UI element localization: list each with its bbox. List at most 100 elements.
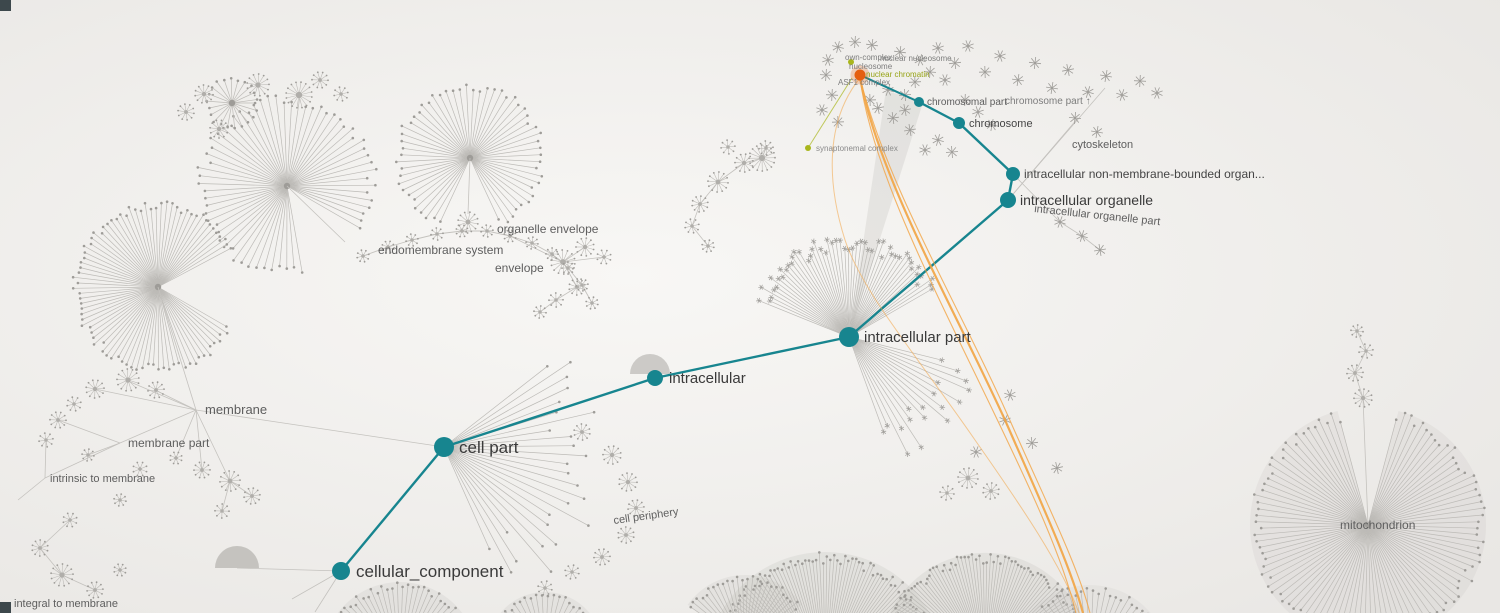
term-flower-glyph [457,211,479,233]
graph-edge [1059,221,1083,237]
node-nuclear-chromatin[interactable] [854,69,866,81]
graph-edge [87,442,121,456]
term-flower-glyph [49,411,67,429]
label-nuclear-chromatin: nuclear chromatin [866,70,930,79]
node-intracellular-non-membrane-bounded-organelle[interactable] [1006,167,1020,181]
graph-edge [57,419,121,444]
node-intracellular-organelle[interactable] [1000,192,1016,208]
node-chromosome[interactable] [953,117,965,129]
term-flower-glyph [617,526,635,544]
graph-edge [94,388,197,411]
label-cell-part[interactable]: cell part [459,438,519,457]
graph-edge [717,162,745,183]
term-flower-glyph [113,493,127,507]
term-burst-glyph [1151,87,1163,99]
term-burst-glyph [914,54,926,66]
node-highlighted-term[interactable] [848,59,854,65]
term-burst-glyph [958,93,972,107]
term-burst-glyph [972,106,984,118]
term-burst-glyph [908,75,922,89]
highlight-path-edge [918,100,960,125]
cluster-shade [337,582,463,613]
term-flower-glyph [147,381,165,399]
node-intracellular[interactable] [647,370,663,386]
label-membrane-part: membrane part [128,436,210,450]
orange-association-edge [831,77,1080,613]
graph-edge [1012,173,1061,223]
term-flower-glyph [720,139,736,155]
term-flower-glyph [573,423,591,441]
graph-edge [691,225,709,247]
term-flower-glyph [356,249,370,263]
window-corner [0,0,11,11]
term-flower-glyph [564,564,580,580]
label-asf1-complex: ASF1 complex [838,78,890,87]
term-burst-glyph [816,104,828,116]
term-flower-glyph [214,503,230,519]
term-flower-glyph [62,512,78,528]
term-burst-glyph [948,56,962,70]
term-burst-glyph [978,65,992,79]
fan-layer [71,77,1486,613]
node-cell-part[interactable] [434,437,454,457]
term-burst-glyph [970,446,982,458]
term-burst-glyph [939,74,951,86]
term-flower-glyph [691,195,709,213]
label-intracellular-non-membrane-bounded-organ[interactable]: intracellular non-membrane-bounded organ… [1024,167,1265,181]
label-chromosome[interactable]: chromosome [969,118,1033,130]
term-flower-glyph [116,368,140,392]
term-flower-glyph [593,548,611,566]
node-intracellular-part[interactable] [839,327,859,347]
cluster-shade [630,354,670,374]
green-association-edge [807,77,853,149]
term-flower-glyph [480,224,494,238]
highlight-path-edge [958,122,1014,175]
graph-edge [44,442,121,479]
label-cellular-component[interactable]: cellular_component [356,562,504,581]
node-cellular-component[interactable] [332,562,350,580]
cluster-shade [1250,411,1486,613]
highlight-path-layer [340,74,1015,572]
fan-cluster [205,77,259,130]
term-burst-glyph [1076,230,1088,242]
graph-edge [39,519,71,549]
graph-edge [1362,397,1369,526]
fan-cluster [894,553,1076,613]
term-flower-glyph [86,581,104,599]
term-burst-glyph [1100,70,1112,82]
term-flower-glyph [525,236,539,250]
term-burst-glyph [1082,86,1094,98]
term-burst-glyph [904,124,916,136]
orange-association-edge [858,77,1085,613]
fan-cluster [728,551,926,613]
cluster-shade [687,575,803,613]
graph-edge [467,157,471,215]
term-burst-glyph [825,88,839,102]
graph-edge [362,246,389,257]
term-flower-glyph [132,461,148,477]
term-burst-glyph [932,42,944,54]
graph-edge [567,267,583,286]
term-flower-glyph [707,171,729,193]
ui-layer [0,0,11,613]
term-flower-glyph [503,229,517,243]
term-flower-glyph [246,73,270,97]
term-flower-glyph [381,240,395,254]
node-chromosomal-part[interactable] [914,97,924,107]
term-burst-glyph [1062,64,1074,76]
highlight-path-edge [859,74,920,103]
term-burst-glyph [1094,244,1106,256]
term-burst-glyph [848,35,862,49]
term-flower-glyph [957,467,979,489]
graph-edge [119,409,197,444]
node-highlighted-term[interactable] [805,145,811,151]
term-flower-glyph [627,499,645,517]
label-intracellular-organelle[interactable]: intracellular organelle [1020,192,1153,208]
label-intracellular-part[interactable]: intracellular part [864,329,972,346]
label-intracellular[interactable]: intracellular [669,370,746,387]
term-burst-glyph [1025,436,1039,450]
graph-edge [157,286,197,411]
graph-edge [229,480,253,497]
